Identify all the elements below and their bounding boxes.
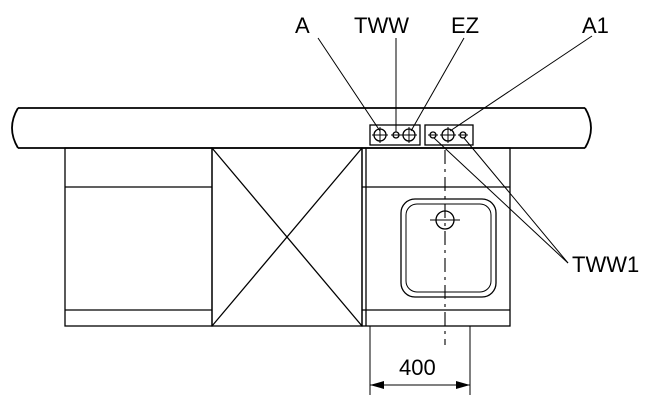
left-cabinet-outline [64,147,213,327]
sink-cabinet-outline [361,147,511,327]
sink-basin-outer [400,198,497,298]
leader-tww1-a [433,137,569,264]
dimension-arrow-right-icon [456,381,470,389]
label-tww1: TWW1 [572,252,639,277]
leader-a1 [449,35,593,132]
appliance-cross-2 [211,147,363,327]
dimension-400: 400 [369,326,471,395]
appliance-box [211,147,363,327]
dimension-arrow-left-icon [370,381,384,389]
label-a1: A1 [582,13,609,38]
leader-tww1-b [463,137,569,264]
label-ez: EZ [451,13,479,38]
countertop-left-break [11,107,19,149]
connection-plate-left [369,124,421,146]
connection-plate-right [424,124,474,146]
label-a: A [295,13,310,38]
plate-left-outline [369,124,421,146]
leader-a [317,37,381,132]
countertop-right-break [584,107,592,149]
sink-basin-inner [405,203,492,293]
dimension-value: 400 [399,355,436,380]
countertop [11,107,592,149]
plate-right-outline [424,124,474,146]
left-cabinet [64,147,213,327]
leader-ez [410,37,465,132]
sink-cabinet [361,147,511,345]
leader-lines [317,35,593,264]
label-tww: TWW [354,13,409,38]
